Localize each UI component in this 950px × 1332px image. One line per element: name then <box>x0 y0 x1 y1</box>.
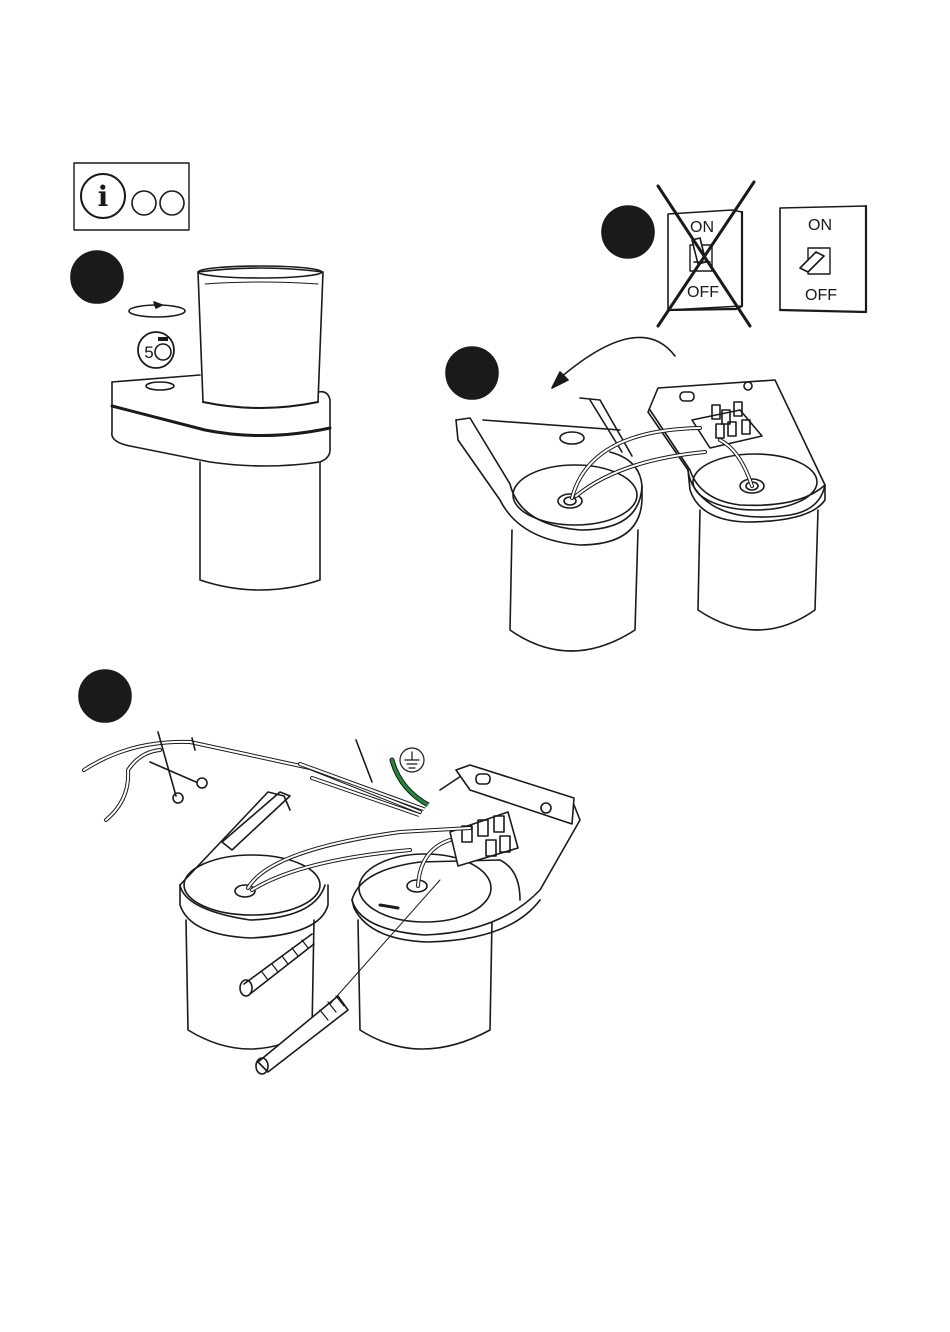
switch-off-off-label: OFF <box>687 284 719 301</box>
curved-arrow-icon <box>560 337 675 378</box>
light-switch-icon <box>800 248 830 274</box>
step3-lamp <box>456 337 825 651</box>
step-badge-4 <box>79 670 131 722</box>
step-badge-1 <box>71 251 123 303</box>
switch-on-panel: ON OFF <box>780 206 866 312</box>
light-switch-icon <box>690 238 712 271</box>
ground-symbol-icon <box>400 748 424 772</box>
coin-value: 5 <box>144 343 153 362</box>
info-symbol: i <box>98 180 109 213</box>
step-badge-2 <box>602 206 654 258</box>
step1-lamp: 5 <box>112 266 330 590</box>
coin-icon: 5 <box>138 332 174 368</box>
rotate-arrow-icon <box>129 302 185 317</box>
screw-icon <box>240 934 314 996</box>
cross-icon <box>658 182 754 326</box>
switch-off-on-label: ON <box>690 219 714 236</box>
switch-on-off-label: OFF <box>805 287 837 304</box>
info-circle-1 <box>132 191 156 215</box>
switch-on-on-label: ON <box>808 217 832 234</box>
info-circle-2 <box>160 191 184 215</box>
step4-lamp <box>84 732 580 1074</box>
info-box: i <box>74 163 189 230</box>
info-icon: i <box>81 174 125 218</box>
step-badge-3 <box>446 347 498 399</box>
